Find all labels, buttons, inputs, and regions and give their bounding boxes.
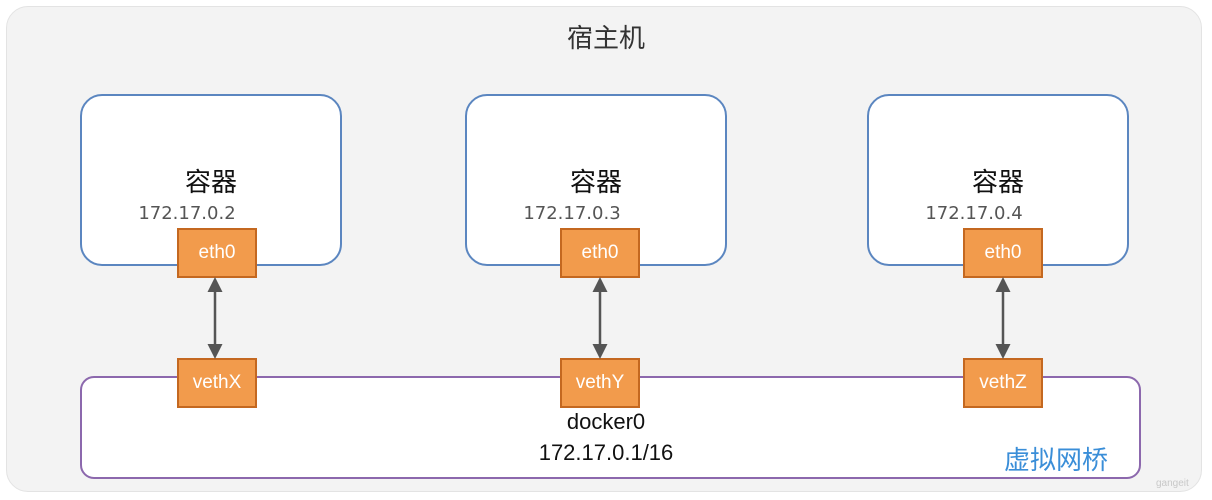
veth-interface-x: vethX [177,358,257,408]
container-ip-1: 172.17.0.2 [138,203,236,224]
container-ip-3: 172.17.0.4 [925,203,1023,224]
container-ip-2: 172.17.0.3 [523,203,621,224]
host-machine-title: 宿主机 [566,24,645,54]
eth0-interface-1: eth0 [177,228,257,278]
watermark-text: gangeit [1156,478,1189,489]
eth0-interface-3: eth0 [963,228,1043,278]
veth-interface-y: vethY [560,358,640,408]
container-label-3: 容器 [971,168,1024,198]
bridge-ip: 172.17.0.1/16 [538,440,674,465]
veth-interface-z: vethZ [963,358,1043,408]
bridge-name: docker0 [566,409,646,434]
bridge-tag: 虚拟网桥 [1004,446,1109,476]
container-label-1: 容器 [184,168,237,198]
container-label-2: 容器 [569,168,622,198]
